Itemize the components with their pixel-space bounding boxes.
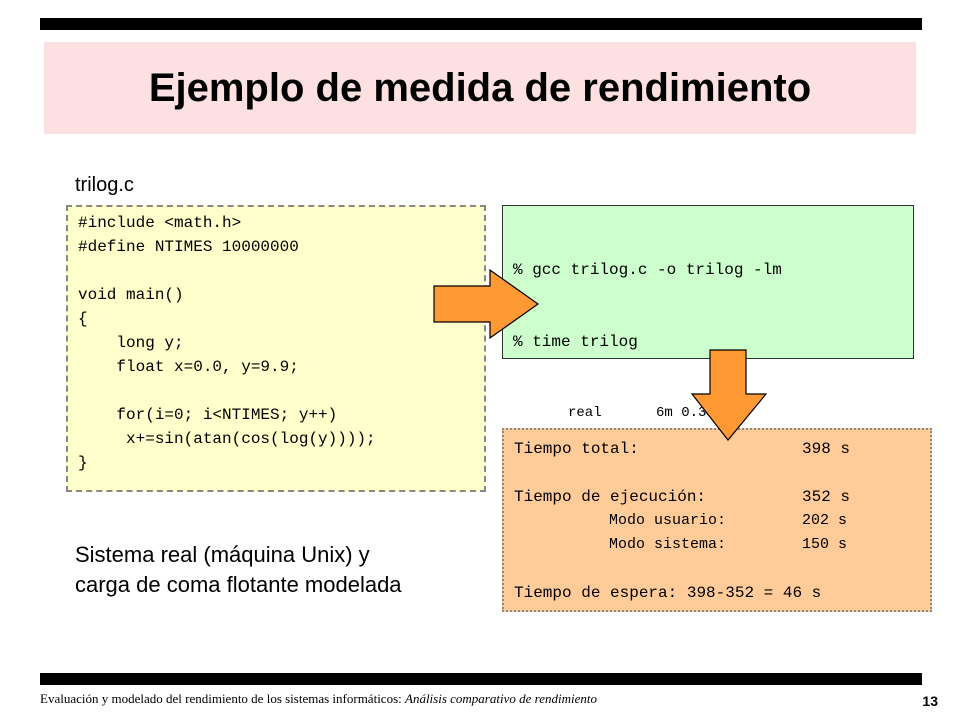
footer-topic: Análisis comparativo de rendimiento [405,691,597,706]
code-line: { [78,310,88,328]
source-code-box: #include <math.h> #define NTIMES 10000000… [66,205,486,492]
code-line: void main() [78,286,184,304]
code-line: float x=0.0, y=9.9; [78,358,299,376]
result-user-label: Modo usuario: [609,512,727,529]
code-line: } [78,454,88,472]
result-total: Tiempo total: 398 s [514,437,930,461]
result-exec-value: 352 s [802,488,851,506]
title-banner: Ejemplo de medida de rendimiento [44,42,916,134]
slide-title: Ejemplo de medida de rendimiento [148,65,812,110]
result-wait-label: Tiempo de espera: [514,584,678,602]
top-rule [40,18,922,30]
result-exec: Tiempo de ejecución: 352 s [514,485,930,509]
code-line [78,259,484,283]
result-wait: Tiempo de espera: 398-352 = 46 s [514,581,930,605]
result-sys-label: Modo sistema: [609,536,727,553]
result-user-value: 202 s [802,512,848,529]
caption-line-1: Sistema real (máquina Unix) y [75,542,370,567]
caption-line-2: carga de coma flotante modelada [75,572,402,597]
down-arrow-icon [690,349,768,441]
terminal-command-time: % time trilog [513,333,638,351]
source-filename: trilog.c [75,174,134,196]
code-line: #include <math.h> [78,214,242,232]
time-row-label: real [568,405,602,421]
footer-text: Evaluación y modelado del rendimiento de… [40,691,597,707]
code-line [78,379,484,403]
bottom-rule [40,673,922,685]
caption: Sistema real (máquina Unix) y carga de c… [75,540,402,600]
result-total-label: Tiempo total: [514,440,639,458]
result-sys: Modo sistema: 150 s [514,533,930,557]
right-arrow-icon [433,268,540,340]
results-box: Tiempo total: 398 s Tiempo de ejecución:… [502,428,932,612]
terminal-command-compile: % gcc trilog.c -o trilog -lm [513,261,782,279]
result-exec-label: Tiempo de ejecución: [514,488,707,506]
result-user: Modo usuario: 202 s [514,509,930,533]
code-line: for(i=0; i<NTIMES; y++) [78,406,338,424]
page-number: 13 [922,693,938,709]
code-line: #define NTIMES 10000000 [78,238,299,256]
code-line: long y; [78,334,184,352]
result-total-value: 398 s [802,440,851,458]
result-wait-value: 398-352 = 46 s [686,584,822,602]
code-line: x+=sin(atan(cos(log(y)))); [78,430,376,448]
terminal-box: % gcc trilog.c -o trilog -lm % time tril… [502,205,914,537]
result-sys-value: 150 s [802,536,848,553]
footer-course: Evaluación y modelado del rendimiento de… [40,691,405,706]
